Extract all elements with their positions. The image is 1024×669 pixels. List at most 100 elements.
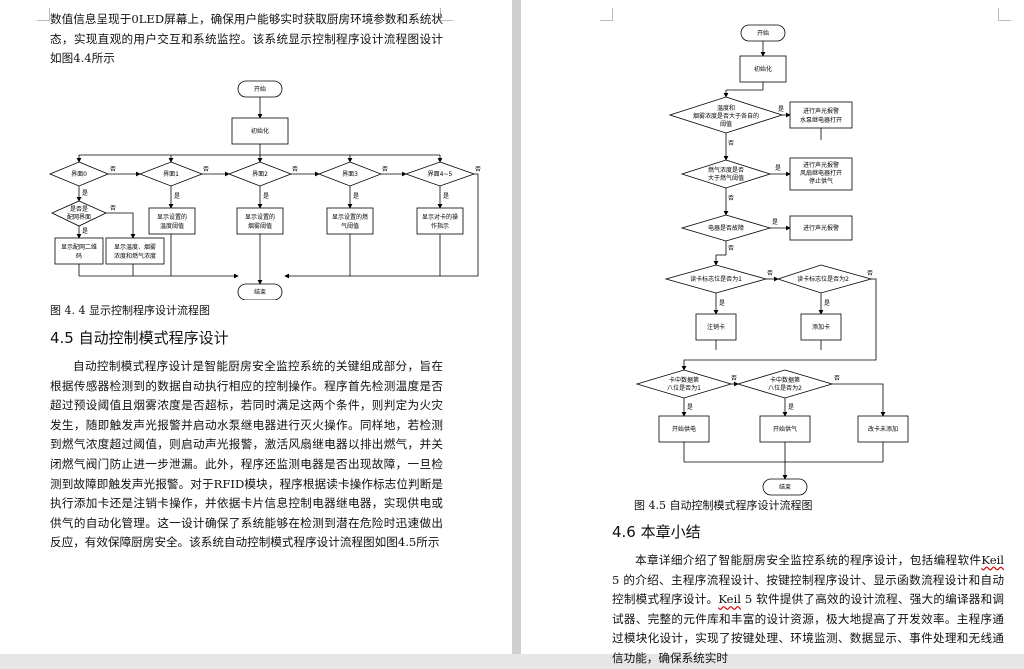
fc45-a1-label-1: 进行声光报警: [803, 107, 839, 115]
fc45-no-label: 否: [834, 375, 840, 382]
fc45-no-label: 否: [728, 195, 734, 202]
fc44-env-label-2: 浓度和燃气浓度: [114, 252, 156, 260]
fc45-alarm-pump-box: [789, 101, 853, 129]
fc45-d2-label-2: 大于燃气阈值: [708, 174, 744, 182]
fc44-smoke-label-1: 显示设置的: [245, 213, 275, 221]
fc44-gas-label-2: 气阈值: [341, 222, 359, 230]
fc45-alarm-box: [789, 215, 853, 241]
fc45-no-label: 否: [867, 270, 873, 277]
fc45-a3-label: 进行声光报警: [803, 224, 839, 232]
fc44-show-card-box: [416, 207, 464, 235]
fc44-init-label: 初始化: [251, 127, 269, 135]
fc45-start-label: 开始: [757, 29, 769, 37]
fc44-show-smoke-box: [236, 207, 284, 235]
crop-mark: [600, 8, 613, 21]
fc45-d7-label-1: 卡中数据第: [770, 376, 800, 384]
fc44-screen1-label: 界面1: [163, 171, 179, 178]
fc45-a2-label-2: 风扇继电器打开: [800, 169, 842, 177]
fc45-a2-label-1: 进行声光报警: [803, 161, 839, 169]
fc44-screen45-label: 界面4~5: [428, 171, 453, 178]
fc45-init-box: [739, 55, 787, 83]
intro-paragraph: 数值信息呈现于0LED屏幕上，确保用户能够实时获取厨房环境参数和系统状态，实现直…: [50, 12, 443, 66]
fc45-gas-label: 开始供气: [773, 425, 797, 433]
fc45-no-label: 否: [767, 270, 773, 277]
fc44-qr-label-2: 码: [76, 252, 82, 260]
fc45-decision-card-bit1: [635, 369, 733, 399]
fc45-d1-label-1: 温度和: [717, 104, 735, 112]
fc44-show-env-box: [105, 237, 165, 265]
fc44-yes-label: 是: [82, 190, 88, 197]
section-4-6-paragraph: 本章详细介绍了智能厨房安全监控系统的程序设计，包括编程软件Keil 5 的介绍、…: [612, 551, 1004, 669]
figure-4-5-caption: 图 4.5 自动控制模式程序设计流程图: [634, 499, 813, 512]
fc44-no-label: 否: [203, 166, 209, 173]
fc45-yes-label: 是: [687, 404, 693, 411]
document-page-left: 数值信息呈现于0LED屏幕上，确保用户能够实时获取厨房环境参数和系统状态，实现直…: [0, 0, 512, 654]
fc45-decision-gas: [680, 159, 772, 189]
fc45-d5-label: 读卡标志位是否为2: [797, 275, 849, 283]
fc45-no-label: 否: [728, 140, 734, 147]
fc45-a1-label-2: 水泵继电器打开: [800, 116, 842, 124]
fc45-unregister-label: 注销卡: [707, 323, 725, 331]
summary-text-b: 5 的介绍、主程序流程设计、按键控制程序设计、显示函数流程设计和自动控制模式程序…: [612, 572, 1004, 607]
crop-mark: [37, 8, 50, 21]
fc44-screen3-label: 界面3: [342, 171, 358, 178]
fc44-gas-label-1: 显示设置的燃: [332, 213, 368, 221]
fc44-screen2-label: 界面2: [252, 171, 268, 178]
fc45-no-label: 否: [728, 245, 734, 252]
fc45-power-label: 开始供电: [672, 425, 696, 433]
fc44-end-terminal: [237, 283, 283, 300]
section-4-5-paragraph: 自动控制模式程序设计是智能厨房安全监控系统的关键组成部分，旨在根据传感器检测到的…: [50, 359, 443, 550]
fc44-start-label: 开始: [254, 85, 266, 93]
fc45-card-not-added-box: [857, 415, 909, 443]
fc44-paired-label-1: 是否是: [70, 206, 88, 213]
figure-4-4-caption: 图 4. 4 显示控制程序设计流程图: [50, 304, 210, 317]
fc44-no-label: 否: [475, 166, 481, 173]
section-4-5-title: 4.5 自动控制模式程序设计: [50, 329, 229, 347]
fc44-show-qr-box: [54, 237, 104, 265]
fc45-init-label: 初始化: [754, 65, 772, 73]
flowchart-figure-4-4: 开始 初始化 界面0 界面1 界面2 界面3 界面4~5 是否是 配网界面 显示…: [48, 80, 481, 300]
keil-term: Keil: [981, 553, 1004, 567]
fc45-end-terminal: [762, 478, 808, 496]
fc45-d6-label-1: 卡中数据第: [669, 376, 699, 384]
fc45-yes-label: 是: [824, 300, 830, 307]
fc45-d6-label-2: 八位是否为1: [667, 384, 701, 392]
fc45-decision-card-bit2: [736, 369, 834, 399]
fc45-d3-label: 电器是否故障: [708, 224, 744, 232]
fc45-d1-label-2: 烟雾浓度是否大于各自的: [693, 112, 759, 120]
fc44-smoke-label-2: 烟雾阈值: [248, 222, 272, 230]
fc45-yes-label: 是: [775, 165, 781, 172]
fc45-d1-label-3: 阈值: [720, 120, 732, 128]
fc44-no-label: 否: [110, 166, 116, 173]
fc45-d7-label-2: 八位是否为2: [768, 384, 802, 392]
fc44-paired-label-2: 配网界面: [67, 214, 91, 221]
fc45-unregister-card-box: [695, 313, 737, 341]
fc45-start-gas-box: [759, 415, 811, 443]
fc44-no-label: 否: [382, 166, 388, 173]
fc44-show-temp-box: [148, 207, 196, 235]
fc44-temp-label-1: 显示设置的: [157, 213, 187, 221]
fc44-qr-label-1: 显示配网二维: [61, 243, 97, 251]
fc44-show-gas-box: [326, 207, 374, 235]
fc45-yes-label: 是: [778, 106, 784, 113]
fc44-card-label-2: 作指示: [431, 222, 449, 230]
fc44-temp-label-2: 温度阈值: [160, 222, 184, 230]
fc44-end-label: 结束: [254, 288, 266, 296]
fc44-yes-label: 是: [263, 193, 269, 200]
summary-text-a: 本章详细介绍了智能厨房安全监控系统的程序设计，包括编程软件: [635, 553, 982, 567]
document-page-right: [521, 0, 1024, 654]
fc45-a2-label-3: 停止供气: [809, 177, 833, 185]
fc45-add-card-box: [800, 313, 842, 341]
crop-mark: [440, 8, 453, 21]
fc45-no-label: 否: [731, 375, 737, 382]
fc44-env-label-1: 显示温度、烟雾: [114, 243, 156, 251]
fc44-no-label: 否: [110, 205, 116, 212]
crop-mark: [998, 8, 1011, 21]
fc44-yes-label: 是: [353, 193, 359, 200]
page-gutter: [512, 0, 521, 654]
fc45-end-label: 结束: [779, 483, 791, 491]
fc45-start-power-box: [658, 415, 710, 443]
fc45-d2-label-1: 燃气浓度是否: [708, 166, 744, 174]
flowchart-figure-4-5: 开始 初始化 温度和 烟雾浓度是否大于各自的 阈值 进行声光报警 水泵继电器打开…: [635, 24, 909, 496]
fc44-card-label-1: 显示对卡的操: [422, 213, 458, 221]
